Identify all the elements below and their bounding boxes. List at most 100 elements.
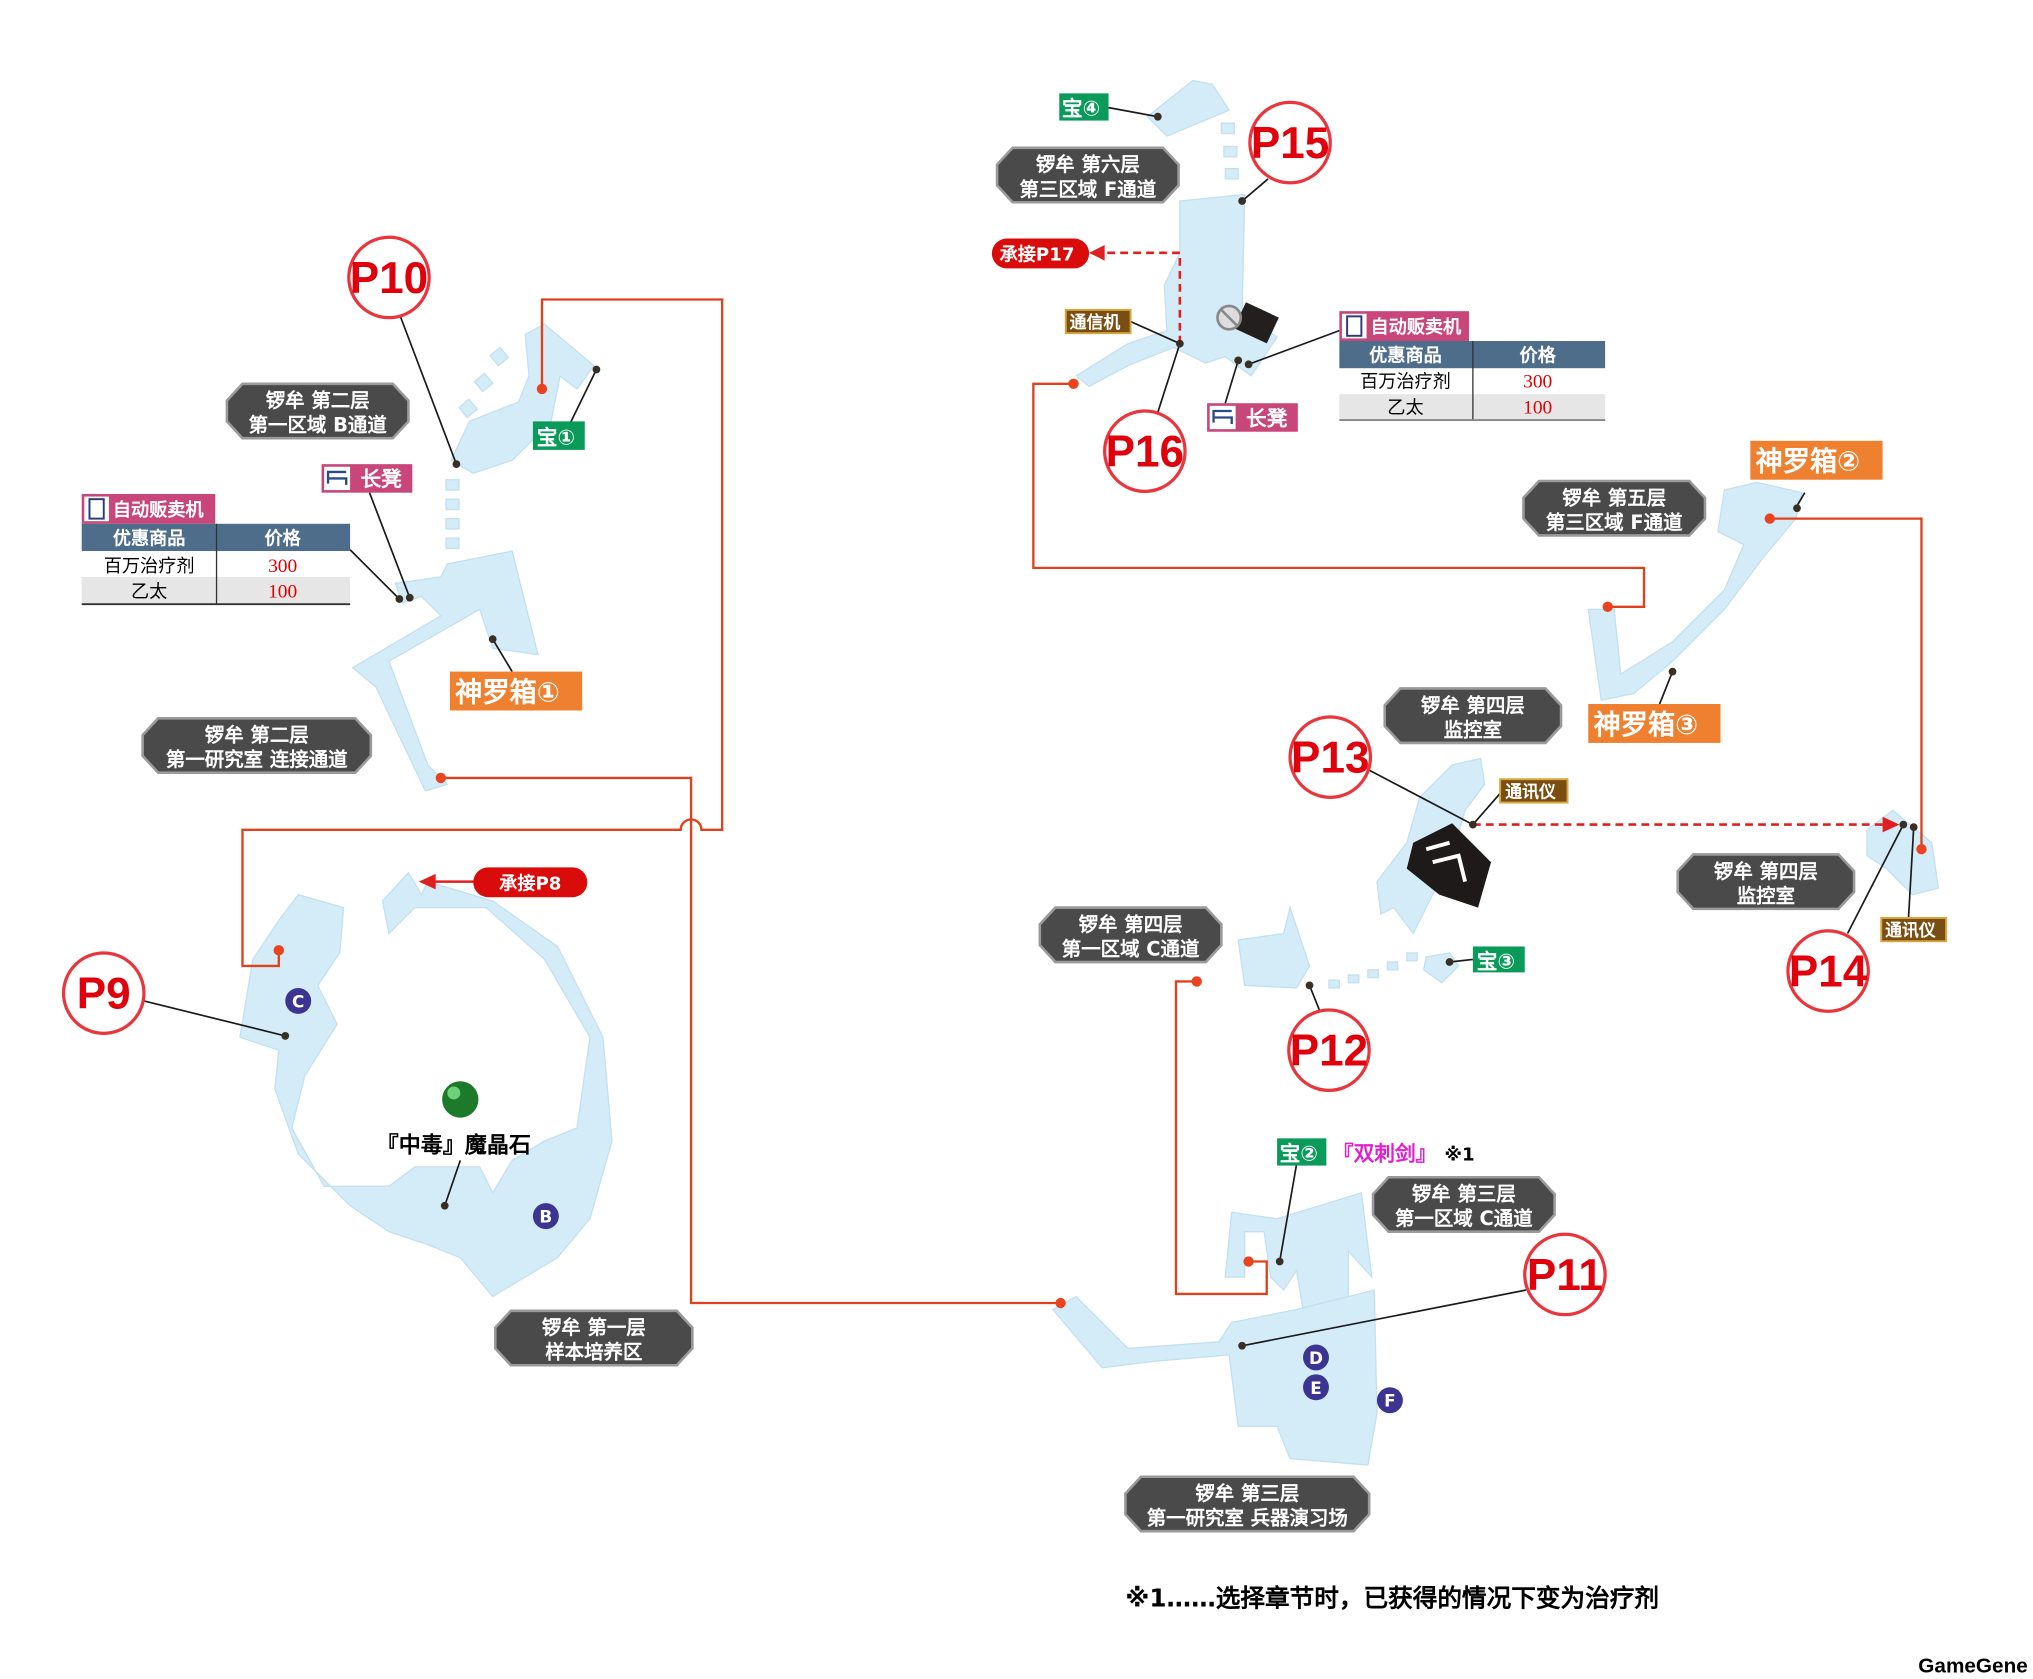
area-label-f1: 锣牟 第一层 样本培养区 [494, 1309, 694, 1367]
point-p14[interactable]: P14 [1786, 929, 1870, 1013]
shinra-box-2-tag: 神罗箱② [1750, 440, 1883, 480]
leader-lines [143, 106, 1918, 1350]
point-p13[interactable]: P13 [1288, 715, 1373, 799]
item-price: 100 [268, 582, 297, 603]
tag-text: 神罗箱① [455, 676, 560, 708]
area-label-f2-lab: 锣牟 第二层 第一研究室 连接通道 [141, 716, 373, 775]
vending-title: 自动贩卖机 [1370, 316, 1462, 338]
area-label-f4-monitor: 锣牟 第四层 监控室 [1383, 687, 1563, 745]
footnote: ※1……选择章节时，已获得的情况下变为治疗剂 [1125, 1583, 1659, 1612]
materia-label: 『中毒』魔晶石 [377, 1133, 531, 1159]
marker-e[interactable]: E [1303, 1374, 1329, 1401]
area-label-line2: 第一区域 B通道 [249, 414, 388, 437]
point-label: P12 [1290, 1027, 1368, 1076]
bench-icon [326, 470, 348, 485]
point-p11[interactable]: P11 [1523, 1232, 1607, 1317]
point-label: P14 [1789, 948, 1868, 997]
item-name: 乙太 [1387, 398, 1423, 419]
area-label-line2: 第一区域 C通道 [1395, 1207, 1533, 1230]
marker-f[interactable]: F [1376, 1387, 1403, 1414]
bench-tag-right: 长凳 [1207, 403, 1298, 432]
tag-text: 宝② [1280, 1141, 1318, 1165]
vending-machine-icon [88, 498, 105, 520]
tag-text: 承接P8 [499, 872, 561, 894]
monitor-console-icon [1406, 823, 1492, 908]
area-label-f2-b: 锣牟 第二层 第一区域 B通道 [225, 382, 410, 440]
area-label-f4-c: 锣牟 第四层 第一区域 C通道 [1038, 906, 1223, 964]
no-smoking-icon [1216, 302, 1279, 344]
header-item: 优惠商品 [1369, 345, 1442, 367]
header-price: 价格 [265, 528, 302, 550]
shinra-box-3-tag: 神罗箱③ [1588, 704, 1721, 743]
tag-text: 长凳 [1246, 406, 1288, 430]
comm-device-tag: 通信机 [1064, 308, 1132, 335]
area-label-line1: 锣牟 第四层 [1079, 913, 1183, 936]
tag-text: 长凳 [360, 467, 402, 491]
vending-title: 自动贩卖机 [113, 499, 205, 521]
watermark: GameGene [1918, 1655, 2027, 1678]
item-price: 300 [268, 556, 297, 577]
area-label-line1: 锣牟 第一层 [542, 1316, 646, 1339]
tag-text: 通讯仪 [1505, 781, 1556, 801]
rooms-left [239, 323, 613, 1298]
treasure-3-tag: 宝③ [1472, 946, 1525, 974]
area-label-f5: 锣牟 第五层 第三区域 F通道 [1522, 479, 1707, 537]
item-name: 百万治疗剂 [104, 556, 195, 577]
area-label-f3-arena: 锣牟 第三层 第一研究室 兵器演习场 [1124, 1475, 1371, 1533]
area-label-line2: 监控室 [1737, 884, 1795, 907]
point-p16[interactable]: P16 [1103, 409, 1187, 494]
item-price: 100 [1523, 398, 1552, 419]
area-label-line1: 锣牟 第二层 [205, 724, 309, 747]
marker-label: B [539, 1207, 552, 1227]
area-label-line1: 锣牟 第三层 [1412, 1183, 1516, 1206]
weapon-note: ※1 [1444, 1144, 1474, 1165]
tag-text: 宝③ [1477, 950, 1515, 974]
treasure-4-tag: 宝④ [1059, 93, 1109, 121]
tag-text: 神罗箱② [1756, 446, 1861, 478]
point-label: P10 [350, 254, 428, 303]
marker-d[interactable]: D [1303, 1344, 1329, 1371]
tag-text: 通讯仪 [1885, 920, 1936, 940]
link-p8-pill[interactable]: 承接P8 [473, 867, 588, 898]
tag-text: 神罗箱③ [1593, 709, 1698, 741]
area-label-line2: 第一研究室 兵器演习场 [1147, 1507, 1348, 1530]
area-label-line2: 第一区域 C通道 [1062, 938, 1200, 961]
area-label-f4-monitor-2: 锣牟 第四层 监控室 [1676, 853, 1856, 911]
item-price: 300 [1523, 372, 1552, 393]
vending-machine-left: 自动贩卖机 优惠商品 价格 百万治疗剂 300 乙太 100 [81, 493, 351, 606]
tag-text: 宝① [537, 426, 575, 450]
marker-b[interactable]: B [532, 1203, 559, 1230]
header-item: 优惠商品 [113, 528, 186, 550]
point-p12[interactable]: P12 [1287, 1008, 1371, 1092]
tag-text: 承接P17 [1000, 244, 1075, 266]
area-label-line2: 第一研究室 连接通道 [166, 748, 348, 771]
area-label-f6: 锣牟 第六层 第三区域 F通道 [995, 146, 1180, 204]
shinra-box-1-tag: 神罗箱① [449, 671, 583, 711]
point-label: P16 [1106, 428, 1184, 477]
area-label-line1: 锣牟 第四层 [1714, 860, 1818, 883]
materia-orb-icon [442, 1081, 479, 1118]
area-label-line1: 锣牟 第六层 [1036, 153, 1140, 176]
treasure-2-tag: 宝② [1277, 1138, 1327, 1166]
header-price: 价格 [1520, 345, 1557, 367]
point-label: P11 [1527, 1251, 1603, 1300]
treasure-1-tag: 宝① [532, 421, 585, 450]
area-label-line1: 锣牟 第二层 [266, 389, 370, 412]
area-label-line2: 第三区域 F通道 [1019, 178, 1156, 201]
area-label-line1: 锣牟 第四层 [1421, 694, 1525, 717]
marker-c[interactable]: C [285, 987, 312, 1014]
weapon-label: 『双刺剑』 [1333, 1141, 1437, 1165]
area-label-line2: 样本培养区 [545, 1341, 642, 1364]
point-label: P9 [77, 970, 131, 1019]
point-p9[interactable]: P9 [61, 951, 146, 1035]
comm-unit-tag-2: 通讯仪 [1880, 916, 1948, 943]
point-label: P13 [1291, 734, 1369, 783]
area-label-line1: 锣牟 第五层 [1562, 486, 1666, 509]
point-p15[interactable]: P15 [1248, 100, 1332, 185]
bench-tag-left: 长凳 [321, 464, 413, 493]
link-p17-pill[interactable]: 承接P17 [991, 238, 1090, 269]
vending-machine-right: 自动贩卖机 优惠商品 价格 百万治疗剂 300 乙太 100 [1339, 311, 1606, 422]
point-p10[interactable]: P10 [347, 235, 431, 320]
item-name: 乙太 [131, 582, 167, 603]
